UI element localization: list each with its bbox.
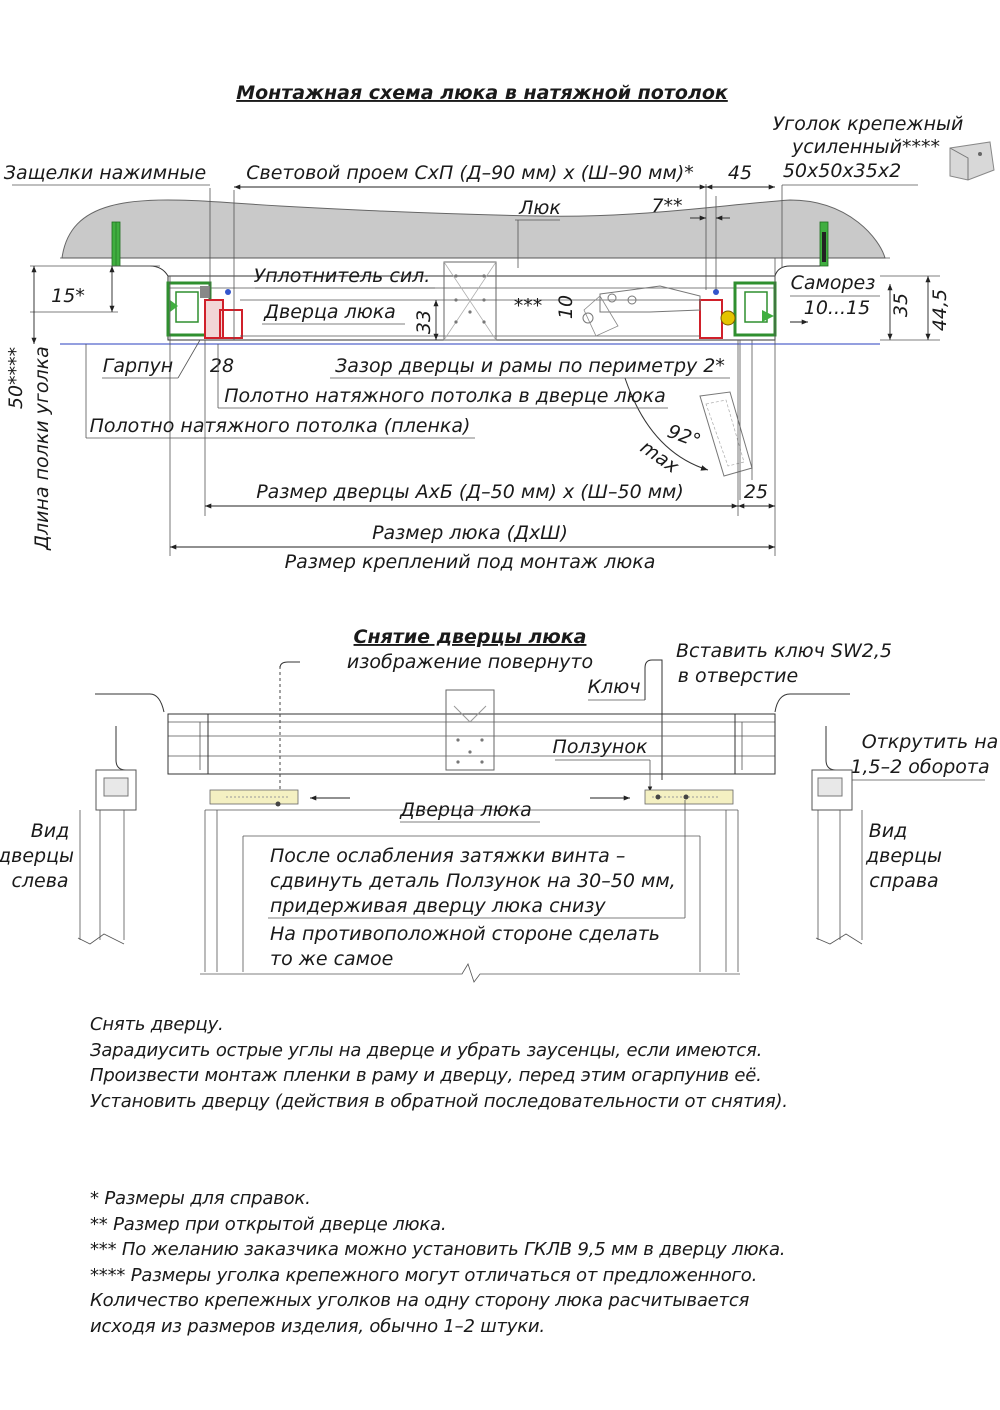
key-label: Ключ <box>588 676 641 698</box>
key-shape <box>644 659 663 780</box>
slider-left <box>209 789 299 807</box>
gap-label: Зазор дверцы и рамы по периметру 2* <box>335 355 725 377</box>
ceiling-slab <box>61 199 886 259</box>
dim-7: 7** <box>651 195 682 217</box>
hatch-size-label: Размер люка (ДхШ) <box>372 522 568 544</box>
insert-key-line2: в отверстие <box>678 665 798 687</box>
dim-15: 15* <box>51 285 85 307</box>
screw-label: Саморез <box>791 272 876 294</box>
dim-35: 35 <box>890 293 912 317</box>
bracket-left <box>120 265 169 340</box>
dim-33: 33 <box>413 310 435 334</box>
view-left-line3: слева <box>11 870 68 892</box>
slider-label: Ползунок <box>553 736 648 758</box>
footnote-2: ** Размер при открытой дверце люка. <box>90 1213 447 1235</box>
view-left-line2: дверцы <box>0 845 74 867</box>
dim-28: 28 <box>210 355 234 377</box>
hinge-mechanism <box>582 285 701 337</box>
side-length-label: Длина полки уголка <box>31 346 53 551</box>
ceiling-line-left <box>95 693 165 713</box>
light-opening-label: Световой проем СхП (Д–90 мм) х (Ш–90 мм)… <box>246 162 693 184</box>
ceiling-line-right <box>774 693 850 713</box>
door-view-left <box>77 726 137 945</box>
ceiling-in-door-label: Полотно натяжного потолка в дверце люка <box>224 385 666 407</box>
view-right-line1: Вид <box>869 820 908 842</box>
footnote-3: *** По желанию заказчика можно установит… <box>90 1239 786 1260</box>
side-dim-label: 50**** <box>5 347 27 409</box>
stars3-label: *** <box>514 295 543 317</box>
instr-line3: придерживая дверцу люка снизу <box>270 895 606 917</box>
footnote-1: * Размеры для справок. <box>90 1188 311 1209</box>
center-plate <box>443 261 497 341</box>
fix-size-label: Размер креплений под монтаж люка <box>285 551 656 573</box>
insert-key-line1: Вставить ключ SW2,5 <box>676 640 892 662</box>
corner-bracket-icon <box>949 141 995 181</box>
instr-line2: сдвинуть деталь Ползунок на 30–50 мм, <box>270 870 676 892</box>
view-right-line2: дверцы <box>865 845 942 867</box>
dim-10: 10 <box>555 295 577 319</box>
removal-door-panel <box>204 809 739 972</box>
swing-arc <box>624 377 709 471</box>
harpoon-label: Гарпун <box>103 355 173 377</box>
removal-door-label: Дверца люка <box>399 799 532 821</box>
removal-center-plate <box>445 689 495 771</box>
anchor-left <box>111 221 121 267</box>
latches-label: Защелки нажимные <box>4 162 206 184</box>
step-2: Зарадиусить острые углы на дверце и убра… <box>90 1039 763 1061</box>
open-door <box>699 340 753 500</box>
seal-label: Уплотнитель сил. <box>254 265 431 287</box>
step-4: Установить дверцу (действия в обратной п… <box>90 1090 788 1112</box>
step-3: Произвести монтаж пленки в раму и дверцу… <box>90 1065 762 1086</box>
instr-line4: На противоположной стороне сделать <box>270 923 660 945</box>
right-profile <box>699 281 777 339</box>
left-profile <box>166 281 243 339</box>
footnote-5: Количество крепежных уголков на одну сто… <box>90 1290 750 1311</box>
removal-title: Снятие дверцы люка <box>354 626 587 648</box>
door-view-right <box>811 726 863 945</box>
corner-label-line2: усиленный**** <box>791 136 940 158</box>
corner-label-line1: Уголок крепежный <box>773 113 964 135</box>
footnote-4: **** Размеры уголка крепежного могут отл… <box>90 1264 758 1286</box>
removal-frame <box>167 713 776 775</box>
dim-45: 45 <box>728 162 752 184</box>
ceiling-film-label: Полотно натяжного потолка (пленка) <box>90 415 471 437</box>
instr-line1: После ослабления затяжки винта – <box>270 845 625 867</box>
hatch-label: Люк <box>518 197 561 219</box>
steps-block: Снять дверцу. Зарадиусить острые углы на… <box>90 1012 788 1114</box>
mount-title: Монтажная схема люка в натяжной потолок <box>236 82 729 104</box>
removal-subtitle: изображение повернуто <box>347 651 593 673</box>
dim-10-15: 10...15 <box>804 297 870 319</box>
step-1: Снять дверцу. <box>90 1014 224 1035</box>
unscrew-line2: 1,5–2 оборота <box>850 756 989 778</box>
dim-25: 25 <box>744 481 768 503</box>
footnote-6: исходя из размеров изделия, обычно 1–2 ш… <box>90 1315 545 1337</box>
view-left-line1: Вид <box>31 820 70 842</box>
angle-92: 92° <box>664 420 703 452</box>
door-size-label: Размер дверцы АхБ (Д–50 мм) х (Ш–50 мм) <box>256 481 684 503</box>
anchor-right <box>819 221 829 267</box>
instr-line5: то же самое <box>270 948 393 970</box>
dim-44-5: 44,5 <box>929 289 951 331</box>
unscrew-line1: Открутить на <box>862 731 999 753</box>
view-right-line3: справа <box>869 870 938 892</box>
door-label: Дверца люка <box>263 301 396 323</box>
slider-right <box>644 789 734 805</box>
footnotes-block: * Размеры для справок. ** Размер при отк… <box>90 1186 786 1339</box>
break-line <box>200 963 740 983</box>
corner-label-line3: 50х50х35х2 <box>783 160 901 182</box>
